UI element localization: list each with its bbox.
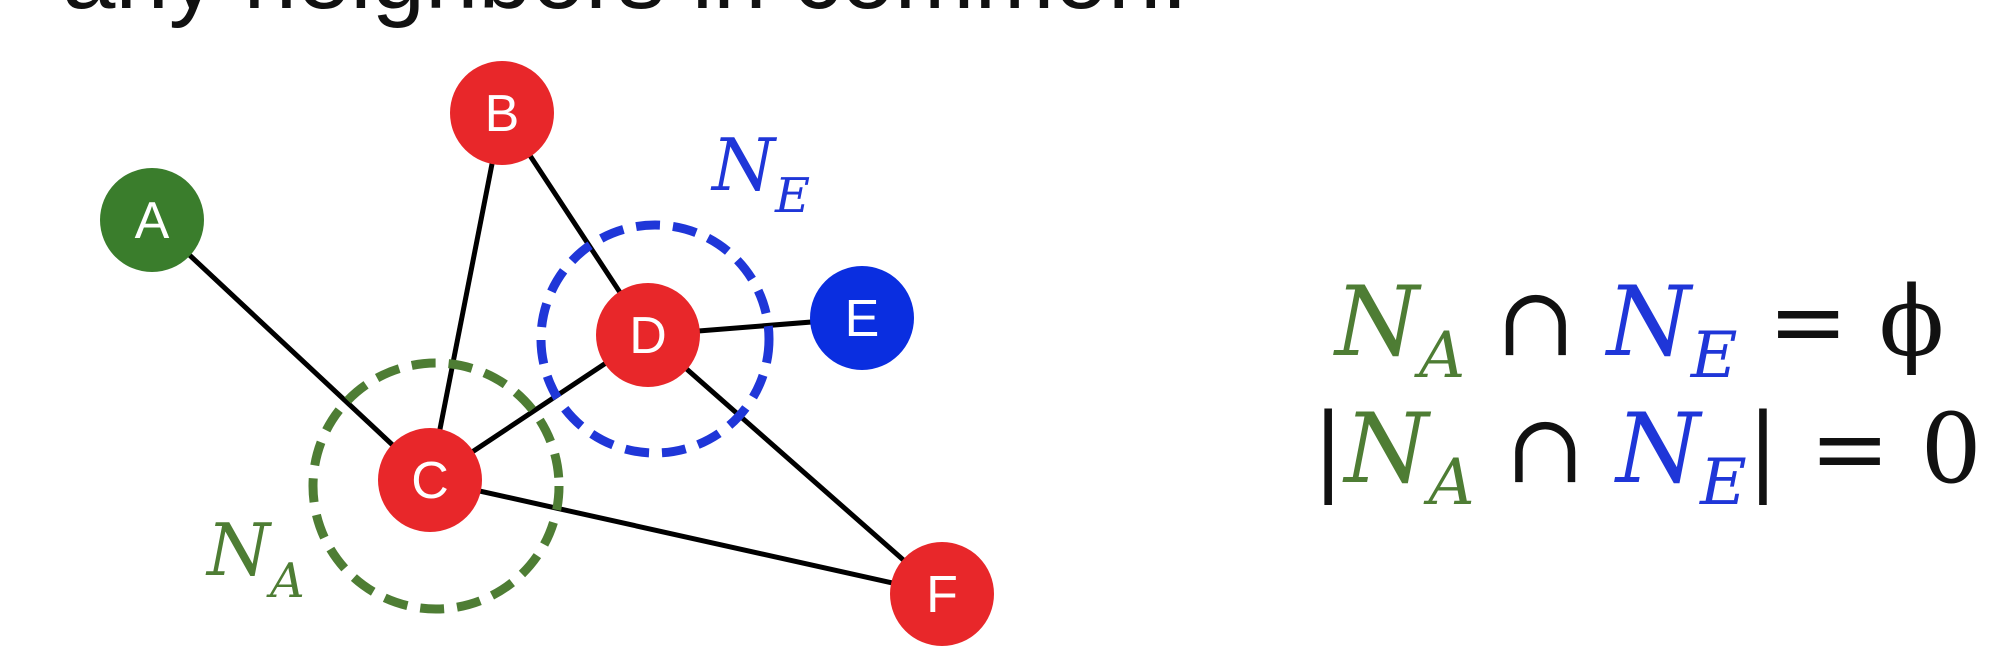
eq1-sub-e: E	[1690, 319, 1738, 393]
edge-b-c	[427, 112, 505, 481]
neighborhood-a-label-sub: A	[266, 553, 305, 609]
eq1-var-ne: N	[1605, 266, 1694, 378]
node-e-label: E	[845, 290, 880, 348]
node-e-circle	[810, 266, 914, 370]
eq1-sub-a: A	[1414, 319, 1465, 393]
eq1-var-na: N	[1333, 266, 1422, 378]
node-f-circle	[890, 542, 994, 646]
eq2-intersection-op: ∩	[1475, 393, 1616, 505]
eq2-var-na: N	[1342, 393, 1431, 505]
edge-a-c	[150, 218, 432, 482]
node-b: B	[450, 61, 554, 165]
eq1-rest: = ϕ	[1737, 266, 1944, 378]
eq2-var-ne: N	[1614, 393, 1703, 505]
edge-d-f	[646, 333, 944, 596]
graph-edges	[150, 111, 944, 597]
node-e: E	[810, 266, 914, 370]
node-f-label: F	[926, 566, 958, 624]
eq2-rest: | = 0	[1747, 393, 1982, 505]
eq2-sub-e: E	[1699, 446, 1747, 520]
node-a-circle	[100, 168, 204, 272]
neighborhood-e-label-sub: E	[774, 168, 810, 224]
eq1-intersection-op: ∩	[1465, 266, 1606, 378]
node-d-circle	[596, 283, 700, 387]
neighborhood-a-circle	[308, 358, 564, 614]
node-a-label: A	[135, 192, 170, 250]
node-c-label: C	[411, 452, 449, 510]
node-f: F	[890, 542, 994, 646]
eq2-sub-a: A	[1423, 446, 1474, 520]
equation-cardinality-zero: |NA ∩ NE| = 0	[1312, 393, 1982, 520]
neighborhood-e-label: NE	[710, 123, 810, 224]
edge-c-f	[429, 477, 943, 597]
node-c-circle	[378, 428, 482, 532]
node-a: A	[100, 168, 204, 272]
title-fragment: any neighbors in common.	[62, 0, 1188, 29]
node-c: C	[378, 428, 482, 532]
graph-nodes: A B C D E F	[100, 61, 994, 646]
node-b-circle	[450, 61, 554, 165]
neighborhood-e-label-main: N	[710, 123, 778, 207]
neighborhood-a-label-main: N	[205, 508, 273, 592]
neighborhood-a-label: NA	[205, 508, 305, 609]
node-b-label: B	[485, 85, 520, 143]
eq2-open-bar: |	[1312, 393, 1344, 505]
equation-intersection-empty: NA ∩ NE = ϕ	[1333, 266, 1944, 393]
node-d: D	[596, 283, 700, 387]
node-d-label: D	[629, 307, 667, 365]
neighborhood-e-circle	[536, 220, 774, 458]
